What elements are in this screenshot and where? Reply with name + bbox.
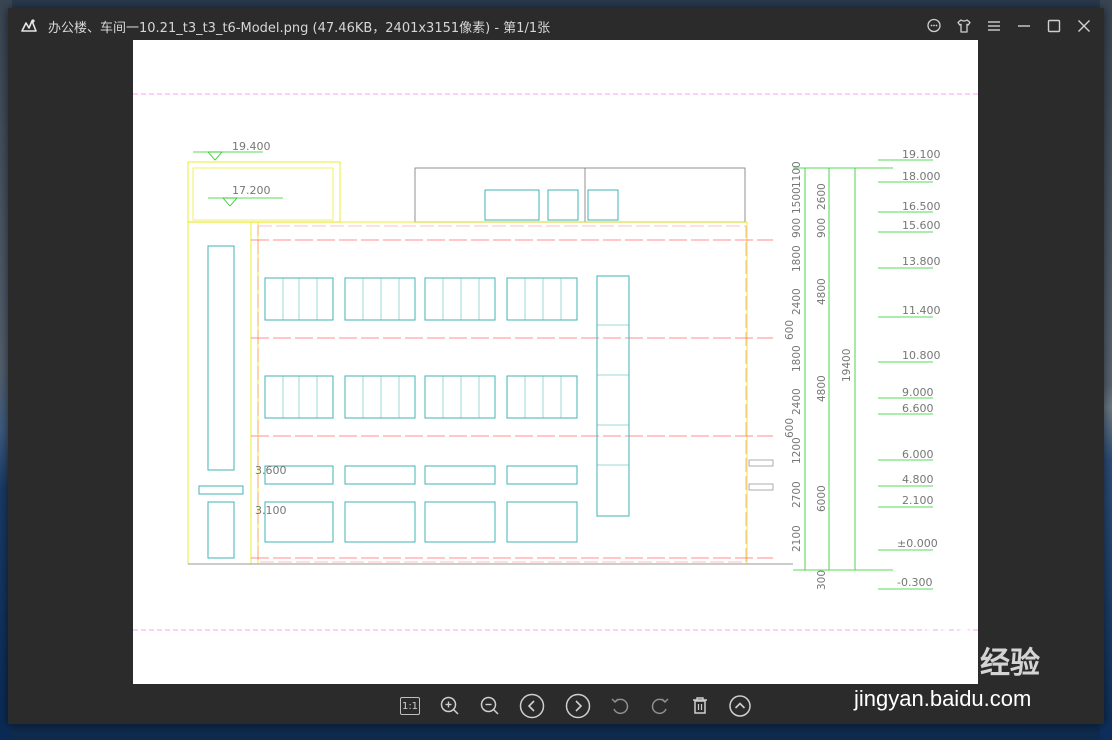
- actual-size-button[interactable]: 1:1: [396, 692, 424, 720]
- dim-6000: 6000: [816, 485, 828, 512]
- close-icon: [1078, 20, 1090, 32]
- level-3100: 3.100: [255, 504, 287, 517]
- level-9000: 9.000: [902, 386, 934, 399]
- dim-1500: 1500: [791, 187, 803, 214]
- image-viewer-window: 办公楼、车间一10.21_t3_t3_t6-Model.png (47.46KB…: [8, 8, 1104, 724]
- chevron-right-circle-icon: [565, 693, 591, 719]
- delete-button[interactable]: [686, 692, 714, 720]
- chevron-up-circle-icon: [729, 695, 751, 717]
- watermark-url: jingyan.baidu.com: [854, 686, 1032, 711]
- level-15600: 15.600: [902, 219, 941, 232]
- chat-button[interactable]: [924, 16, 944, 36]
- dim-2400-a: 2400: [791, 288, 803, 315]
- dim-2600: 2600: [816, 183, 828, 210]
- shirt-icon: [957, 19, 971, 33]
- dim-300: 300: [816, 570, 828, 590]
- minimize-icon: [1018, 25, 1030, 27]
- maximize-icon: [1047, 19, 1061, 33]
- dim-2100: 2100: [791, 525, 803, 552]
- level-10800: 10.800: [902, 349, 941, 362]
- cad-elevation-drawing: 19.400 17.200 3.600 3.100 19.100 18.000 …: [133, 93, 978, 631]
- level-19100: 19.100: [902, 148, 941, 161]
- level-2100: 2.100: [902, 494, 934, 507]
- image-canvas[interactable]: 19.400 17.200 3.600 3.100 19.100 18.000 …: [133, 40, 978, 684]
- watermark-brand: Baidu: [854, 632, 965, 674]
- level-6600: 6.600: [902, 402, 934, 415]
- dim-2400-b: 2400: [791, 388, 803, 415]
- zoom-in-button[interactable]: [436, 692, 464, 720]
- level-11400: 11.400: [902, 304, 941, 317]
- baidu-jingyan-watermark: Baidu 经验 jingyan.baidu.com: [850, 618, 1112, 728]
- dim-900-b: 900: [816, 218, 828, 238]
- dim-600-a: 600: [784, 320, 796, 340]
- maximize-button[interactable]: [1044, 16, 1064, 36]
- expand-button[interactable]: [726, 692, 754, 720]
- level-minus-0300: -0.300: [897, 576, 932, 589]
- dim-1800-a: 1800: [791, 245, 803, 272]
- minimize-button[interactable]: [1014, 16, 1034, 36]
- level-0000: ±0.000: [897, 537, 938, 550]
- zoom-out-icon: [480, 696, 499, 715]
- titlebar[interactable]: 办公楼、车间一10.21_t3_t3_t6-Model.png (47.46KB…: [8, 8, 1104, 44]
- level-19400: 19.400: [232, 140, 271, 153]
- level-13800: 13.800: [902, 255, 941, 268]
- chat-icon: [927, 18, 941, 33]
- dim-1100: 1100: [791, 161, 803, 188]
- level-3600: 3.600: [255, 464, 287, 477]
- menu-icon: [988, 21, 1000, 31]
- level-16500: 16.500: [902, 200, 941, 213]
- zoom-in-icon: [440, 696, 459, 715]
- rotate-right-button[interactable]: [646, 692, 674, 720]
- dim-2700: 2700: [791, 481, 803, 508]
- rotate-right-icon: [651, 698, 669, 715]
- zoom-out-button[interactable]: [476, 692, 504, 720]
- viewer-toolbar: 1:1: [8, 688, 1104, 724]
- actual-size-label: 1:1: [400, 697, 420, 715]
- level-4800: 4.800: [902, 473, 934, 486]
- dim-1800-b: 1800: [791, 345, 803, 372]
- dim-total-19400: 19400: [841, 349, 853, 382]
- chevron-left-circle-icon: [519, 693, 545, 719]
- previous-button[interactable]: [518, 692, 546, 720]
- close-button[interactable]: [1074, 16, 1094, 36]
- dim-4800-a: 4800: [816, 278, 828, 305]
- watermark-chinese: 经验: [980, 646, 1040, 681]
- dim-900: 900: [791, 218, 803, 238]
- menu-button[interactable]: [984, 16, 1004, 36]
- app-logo-icon: [21, 19, 37, 32]
- dim-600-b: 600: [784, 418, 796, 438]
- next-button[interactable]: [564, 692, 592, 720]
- level-18000: 18.000: [902, 170, 941, 183]
- level-17200: 17.200: [232, 184, 271, 197]
- rotate-left-button[interactable]: [606, 692, 634, 720]
- dim-1200: 1200: [791, 437, 803, 464]
- dim-4800-b: 4800: [816, 375, 828, 402]
- level-6000: 6.000: [902, 448, 934, 461]
- rotate-left-icon: [611, 698, 629, 715]
- skin-button[interactable]: [954, 16, 974, 36]
- paw-logo-icon: [926, 618, 971, 666]
- window-title: 办公楼、车间一10.21_t3_t3_t6-Model.png (47.46KB…: [48, 21, 551, 36]
- trash-icon: [693, 697, 707, 714]
